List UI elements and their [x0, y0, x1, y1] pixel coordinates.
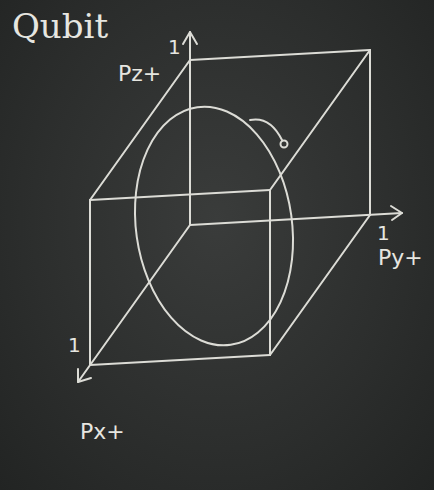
state-dot: [281, 141, 288, 148]
z-axis: [189, 32, 191, 225]
axis-label: Pz+: [118, 62, 161, 86]
cube-edge: [90, 355, 270, 365]
arrowhead: [391, 206, 402, 220]
bloch-sphere: [120, 96, 308, 355]
cube-edge: [190, 50, 370, 60]
axis-tick: 1: [168, 36, 181, 58]
cube-edge: [90, 60, 190, 200]
axis-label: Px+: [80, 420, 125, 444]
y-axis: [190, 213, 402, 225]
cube-edge: [270, 215, 370, 355]
axis-tick: 1: [68, 334, 81, 356]
axis-label: Py+: [378, 246, 423, 270]
title: Qubit: [12, 8, 108, 45]
cube-edge: [90, 190, 270, 200]
cube-edge: [269, 190, 271, 355]
axis-tick: 1: [377, 222, 390, 244]
cube-edge: [89, 200, 91, 365]
cube-edge: [369, 50, 371, 215]
cube-edges: [90, 50, 370, 365]
x-axis: [78, 225, 190, 382]
arrowhead: [183, 32, 197, 44]
cube-edge: [270, 50, 370, 190]
state-arc: [250, 119, 282, 140]
arrowhead: [78, 369, 91, 382]
axes: [78, 32, 402, 382]
